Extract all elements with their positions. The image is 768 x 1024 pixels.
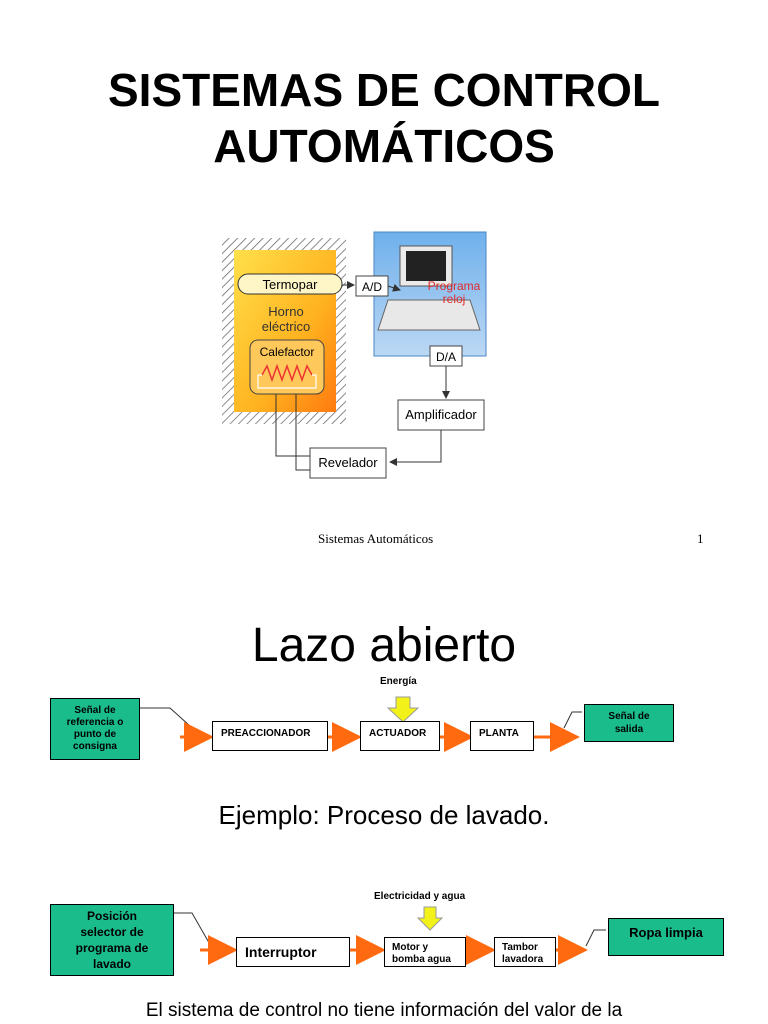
monitor-screen — [406, 251, 446, 281]
d2-tambor-line2: lavadora — [502, 954, 544, 965]
amp-to-revelador-arrow — [389, 430, 442, 466]
d2-input-line: lavado — [92, 957, 131, 971]
d1-preaccionador-box: PREACCIONADOR — [212, 721, 328, 751]
ad-label: A/D — [362, 280, 382, 294]
d2-input-leader — [174, 912, 213, 949]
d1-input-line: Señal de — [74, 705, 116, 716]
d2-tambor-line1: Tambor — [502, 942, 538, 953]
d1-output-leader — [563, 711, 582, 729]
revelador-box — [309, 447, 387, 479]
d1-actuador-label: ACTUADOR — [369, 728, 427, 739]
amplificador-label: Amplificador — [405, 407, 477, 422]
revelador-wire-1 — [295, 394, 310, 471]
lazo-abierto-title: Lazo abierto — [251, 619, 517, 672]
computer-base — [377, 299, 481, 331]
d1-input-line: referencia o — [66, 717, 124, 728]
d2-motor-line1: Motor y — [392, 942, 429, 953]
d1-input-box: Señal de referencia o punto de consigna — [50, 698, 140, 760]
d1-output-line: Señal de — [608, 711, 650, 722]
slide-title-line2: AUTOMÁTICOS — [213, 120, 555, 172]
d1-output-line: salida — [614, 724, 644, 735]
bottom-text: El sistema de control no tiene informaci… — [145, 1000, 623, 1021]
d2-input-line: selector de — [80, 925, 144, 939]
example-title: Ejemplo: Proceso de lavado. — [218, 800, 550, 830]
d1-output-box: Señal de salida — [584, 704, 674, 742]
d2-motor-label: Motor y bomba agua — [392, 942, 451, 966]
termopar-label: Termopar — [263, 277, 319, 292]
slide-title: SISTEMAS DE CONTROL AUTOMÁTICOS — [0, 62, 768, 174]
revelador-label: Revelador — [318, 455, 378, 470]
d2-tambor-label: Tambor lavadora — [502, 942, 543, 966]
d2-motor-box: Motor y bomba agua — [384, 937, 466, 967]
page-number: 1 — [697, 531, 704, 546]
d1-energy-label: Energía — [380, 676, 417, 687]
d2-interruptor-label: Interruptor — [245, 944, 317, 960]
calefactor-label: Calefactor — [260, 345, 315, 359]
heater-wire — [257, 374, 317, 389]
d2-motor-line2: bomba agua — [392, 954, 451, 965]
slide-title-line1: SISTEMAS DE CONTROL — [107, 64, 661, 116]
d1-planta-label: PLANTA — [479, 728, 519, 739]
revelador-wire-2 — [275, 394, 310, 457]
electrico-label: eléctrico — [262, 319, 310, 334]
d2-tambor-box: Tambor lavadora — [494, 937, 556, 967]
d2-output-leader — [585, 929, 606, 947]
programa-label: Programa — [428, 279, 481, 293]
d1-actuador-box: ACTUADOR — [360, 721, 440, 751]
d2-input-line: programa de — [75, 941, 149, 955]
d2-output-label: Ropa limpia — [629, 925, 703, 940]
reloj-label: reloj — [443, 292, 466, 306]
d1-input-leader — [140, 707, 201, 736]
da-label: D/A — [436, 350, 456, 364]
horno-label: Horno — [268, 304, 303, 319]
heater-coil — [261, 363, 313, 383]
d2-energy-arrow — [416, 906, 444, 931]
footer-title: Sistemas Automáticos — [318, 531, 434, 546]
d1-preaccionador-label: PREACCIONADOR — [221, 728, 311, 739]
d2-interruptor-box: Interruptor — [236, 937, 350, 967]
d1-energy-arrow — [386, 696, 420, 723]
d2-input-box: Posición selector de programa de lavado — [50, 904, 174, 976]
d1-planta-box: PLANTA — [470, 721, 534, 751]
d2-output-box: Ropa limpia — [608, 918, 724, 956]
d2-input-line: Posición — [86, 909, 137, 923]
termopar-sensor — [237, 273, 343, 295]
d1-input-line: punto de — [73, 729, 117, 740]
d2-energy-label: Electricidad y agua — [374, 891, 466, 902]
ad-to-pc-arrow — [387, 283, 401, 292]
d1-input-line: consigna — [73, 741, 117, 752]
